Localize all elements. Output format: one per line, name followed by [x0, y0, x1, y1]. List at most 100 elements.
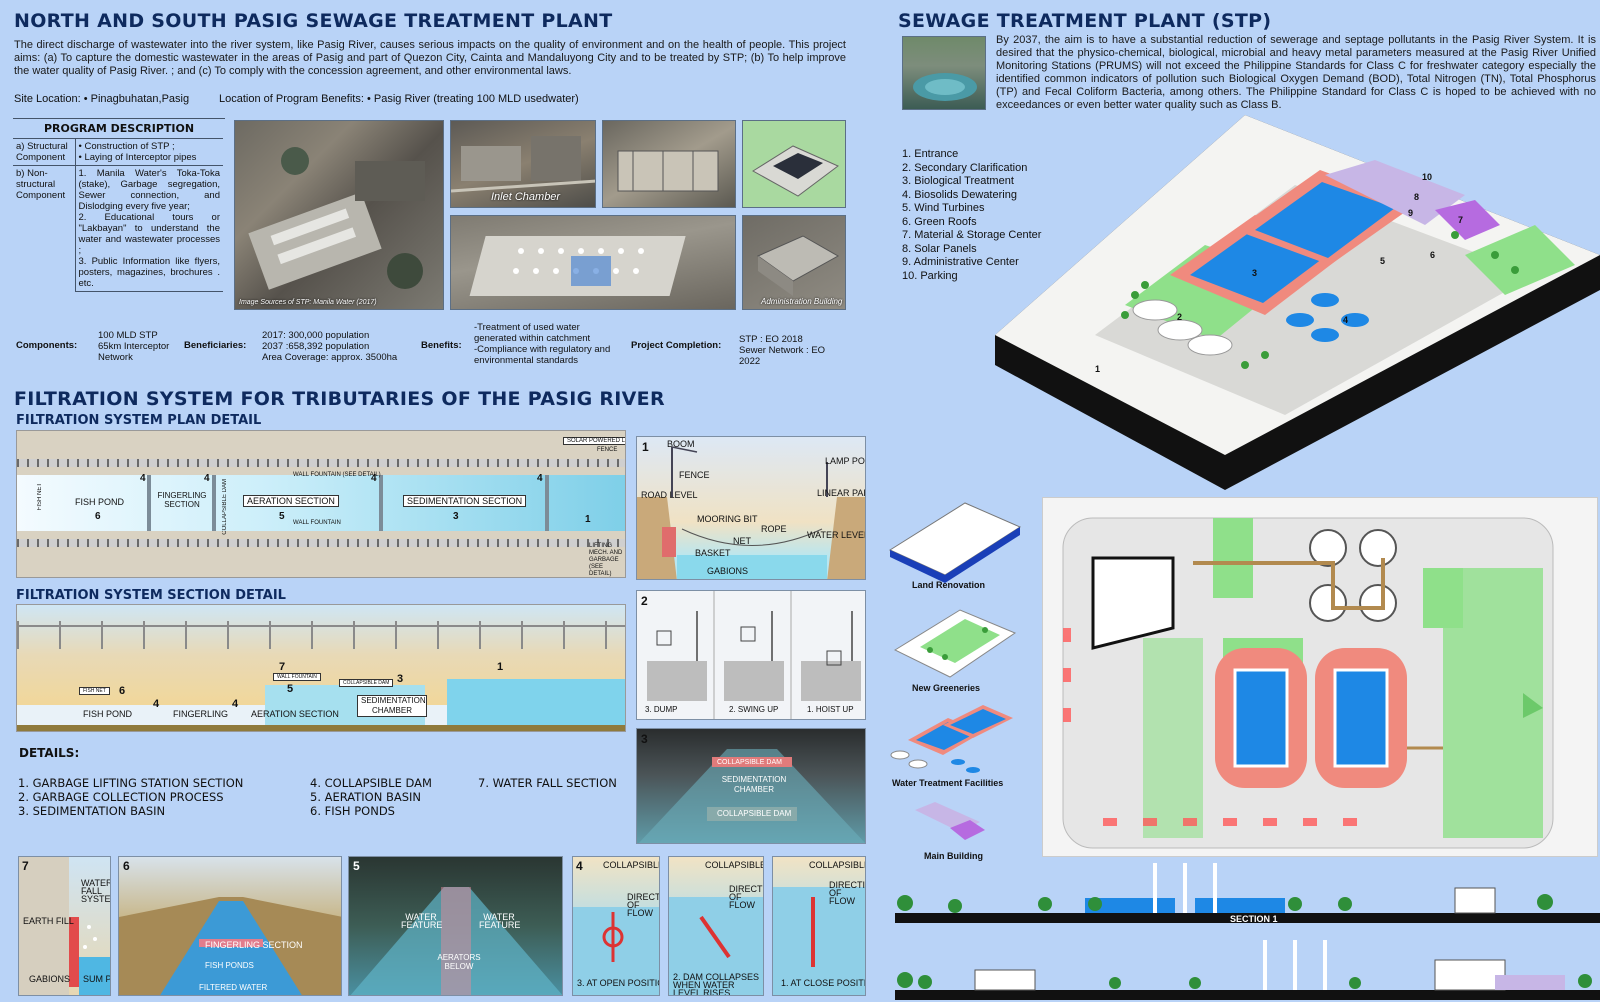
panel-4-collapsible-2: COLLAPSIBLE DAM — [705, 860, 764, 870]
site-plan-drawing — [1062, 517, 1554, 849]
panel-1-net: NET — [733, 536, 751, 546]
stp-axonometric — [995, 115, 1600, 490]
land-renovation-label: Land Renovation — [912, 580, 986, 590]
panel-4-caption: 3. AT OPEN POSITION — [577, 978, 659, 988]
land-renovation-diagram — [888, 502, 1022, 583]
panel-1-number: 1 — [642, 440, 649, 454]
plan-number: 1 — [585, 514, 591, 525]
admin-building-photo: Administration Building — [742, 215, 846, 310]
stp-legend: 1. Entrance 2. Secondary Clarification 3… — [902, 148, 1041, 283]
panel-4-collapsible: COLLAPSIBLE DAM — [603, 860, 660, 870]
components-label: Components: — [16, 340, 78, 351]
panel-7-number: 7 — [22, 859, 29, 873]
detail-item: 6. FISH PONDS — [310, 804, 395, 818]
plan-lifting: LIFTING MECH. AND GARBAGE (SEE DETAIL) — [589, 543, 623, 577]
panel-6-fish-ponds: FISH PONDS — [205, 961, 254, 970]
plan-aeration: AERATION SECTION — [243, 495, 339, 507]
panel-1-gabions: GABIONS — [707, 566, 749, 576]
section-sedimentation: SEDIMENTATION CHAMBER — [357, 695, 427, 717]
section-fish-pond: FISH POND — [83, 709, 133, 719]
axo-number: 7 — [1458, 215, 1464, 225]
section-number: 7 — [279, 661, 286, 673]
section-ground — [17, 725, 625, 731]
stp-aerial-illustration — [248, 147, 425, 290]
legend-item: 5. Wind Turbines — [902, 202, 985, 214]
construction-illustration — [617, 150, 719, 192]
panel-4-direction-3: DIRECTION OF FLOW — [829, 880, 865, 906]
plan-detail-title: FILTRATION SYSTEM PLAN DETAIL — [16, 413, 262, 428]
site-location: Site Location: • Pinagbuhatan,Pasig — [14, 93, 189, 105]
section-number: 4 — [232, 698, 239, 710]
legend-item: 6. Green Roofs — [902, 215, 977, 228]
panel-6-fingerling: FINGERLING SECTION — [205, 940, 303, 950]
axo-number: 4 — [1343, 315, 1349, 325]
details-title: DETAILS: — [19, 746, 80, 760]
stp-site-plan — [1042, 497, 1598, 857]
legend-item: 10. Parking — [902, 269, 958, 282]
axo-number: 8 — [1414, 192, 1420, 202]
panel-7-earth-fill: EARTH FILL — [23, 916, 74, 926]
section-number: 1 — [497, 661, 504, 673]
components-value: 100 MLD STP 65km Interceptor Network — [98, 330, 170, 363]
section-aeration: AERATION SECTION — [251, 709, 339, 719]
detail-item: 1. GARBAGE LIFTING STATION SECTION — [18, 776, 244, 790]
legend-item: 3. Biological Treatment — [902, 175, 1014, 187]
panel-1-boom: BOOM — [667, 439, 695, 449]
panel-1-rope: ROPE — [761, 524, 787, 534]
benefits-value: -Treatment of used water generated withi… — [474, 322, 611, 366]
section-number: 3 — [397, 673, 404, 685]
dam-close-panel: COLLAPSIBLE DAM DIRECTION OF FLOW 1. AT … — [772, 856, 866, 996]
panel-5-number: 5 — [353, 859, 360, 873]
stp-render-photo — [742, 120, 846, 208]
main-building-diagram — [915, 802, 985, 840]
detail-item: 5. AERATION BASIN — [310, 790, 422, 804]
panel-1-mooring: MOORING BIT — [697, 514, 758, 524]
completion-value: STP : EO 2018 Sewer Network : EO 2022 — [739, 334, 826, 367]
water-treatment-label: Water Treatment Facilities — [892, 778, 1004, 788]
panel-2-number: 2 — [641, 594, 648, 608]
inlet-caption: Inlet Chamber — [491, 191, 561, 203]
plan-wall-fountain-2: WALL FOUNTAIN — [293, 520, 341, 526]
admin-building-illustration — [756, 235, 840, 296]
garbage-lifting-panel: 1 BOOM FENCE ROAD LEVEL MOORING BIT NET … — [636, 436, 866, 580]
panel-5-feature-left: WATER FEATURE — [401, 912, 443, 930]
panel-1-road-level: ROAD LEVEL — [641, 490, 698, 500]
detail-item: 3. SEDIMENTATION BASIN — [18, 804, 166, 818]
panel-1-water-level: WATER LEVEL — [807, 530, 866, 540]
construction-photo — [602, 120, 736, 208]
plan-fingerling: FINGERLING SECTION — [157, 491, 207, 509]
stp-render-illustration — [752, 145, 839, 197]
panel-4-caption: 2. DAM COLLAPSES WHEN WATER LEVEL RISES — [673, 972, 760, 996]
axo-number: 9 — [1408, 208, 1414, 218]
legend-item: 4. Biosolids Dewatering — [902, 188, 1017, 201]
water-fall-panel: 7 WATER FALL SYSTEM EARTH FILL GABIONS S… — [18, 856, 111, 996]
fish-ponds-drawing — [119, 897, 341, 995]
panel-3-number: 3 — [641, 732, 648, 746]
new-greeneries-label: New Greeneries — [912, 683, 981, 693]
benefit-location: Location of Program Benefits: • Pasig Ri… — [219, 93, 579, 105]
axo-number: 5 — [1380, 256, 1386, 266]
inlet-chamber-illustration — [451, 136, 595, 193]
admin-caption: Administration Building — [761, 297, 843, 306]
detail-item: 2. GARBAGE COLLECTION PROCESS — [18, 790, 224, 804]
panel-4-direction: DIRECTION OF FLOW — [627, 892, 660, 918]
aeration-drawing — [350, 887, 562, 995]
panel-1-linear-park: LINEAR PARK LEVEL — [817, 488, 865, 498]
main-building-label: Main Building — [924, 851, 983, 861]
program-row-label: b) Non-structural Component — [13, 165, 75, 292]
section-number: 6 — [119, 685, 126, 697]
sedimentation-panel: 3 COLLAPSIBLE DAM SEDIMENTATION CHAMBER … — [636, 728, 866, 844]
fence-bottom — [17, 539, 625, 547]
plan-number: 4 — [140, 473, 146, 484]
dam-divider — [379, 475, 383, 531]
stp-section-intro: By 2037, the aim is to have a substantia… — [996, 34, 1596, 111]
stp-thumbnail — [902, 36, 986, 110]
program-row-text: • Construction of STP ; • Laying of Inte… — [74, 138, 223, 166]
panel-5-feature-right: WATER FEATURE — [479, 912, 521, 930]
panel-4-number: 4 — [576, 859, 583, 873]
dam-open-drawing — [573, 907, 659, 995]
project-summary: Components: 100 MLD STP 65km Interceptor… — [16, 322, 846, 370]
program-table: a) Structural Component • Construction o… — [13, 138, 223, 292]
section-2-elevation — [895, 940, 1600, 1000]
dam-open-panel: 4 COLLAPSIBLE DAM DIRECTION OF FLOW 3. A… — [572, 856, 660, 996]
